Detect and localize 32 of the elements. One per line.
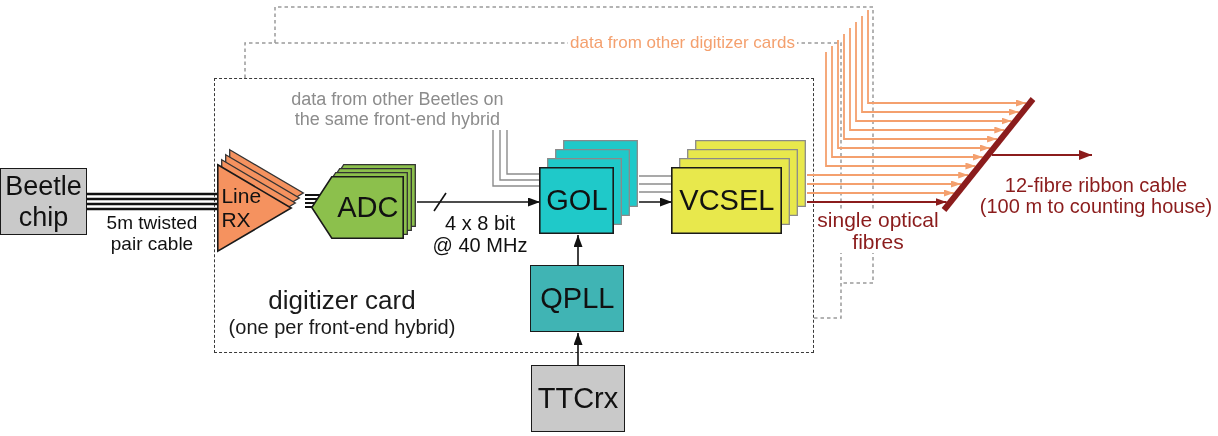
arrow [416,197,541,207]
optical-fibre [867,9,1027,107]
optical-fibre [825,51,977,170]
arrow [638,197,673,207]
optical-fibre [806,198,948,206]
optical-fibre [806,171,970,179]
optical-fibre [806,189,955,197]
annotation-text: single optical fibres [815,209,941,253]
optical-fibre [831,45,984,161]
signal-line [638,183,673,185]
card-title: digitizer card [268,286,416,316]
optical-fibre [843,33,998,143]
card-subtitle: (one per front-end hybrid) [228,316,456,339]
signal-line [638,175,673,177]
signal-line [506,129,541,175]
optical-fibre [861,15,1020,116]
optical-fibre [806,180,962,188]
optical-fibre [849,27,1006,134]
signal-line [638,191,673,193]
optical-fibre [837,39,991,152]
signal-line [492,129,541,187]
annotation-text: data from other digitizer cards [568,33,797,53]
chip-block: QPLL [530,265,625,333]
arrow [573,234,583,267]
chip-block: Beetle chip [0,168,87,235]
arrow [573,332,583,366]
optical-fibre [855,21,1013,125]
card-outline [214,78,814,353]
arrow [990,150,1093,160]
chip-block: TTCrx [531,365,625,432]
signal-line [499,129,541,181]
annotation-text: data from other Beetles on the same front-end hybrid [283,89,512,130]
